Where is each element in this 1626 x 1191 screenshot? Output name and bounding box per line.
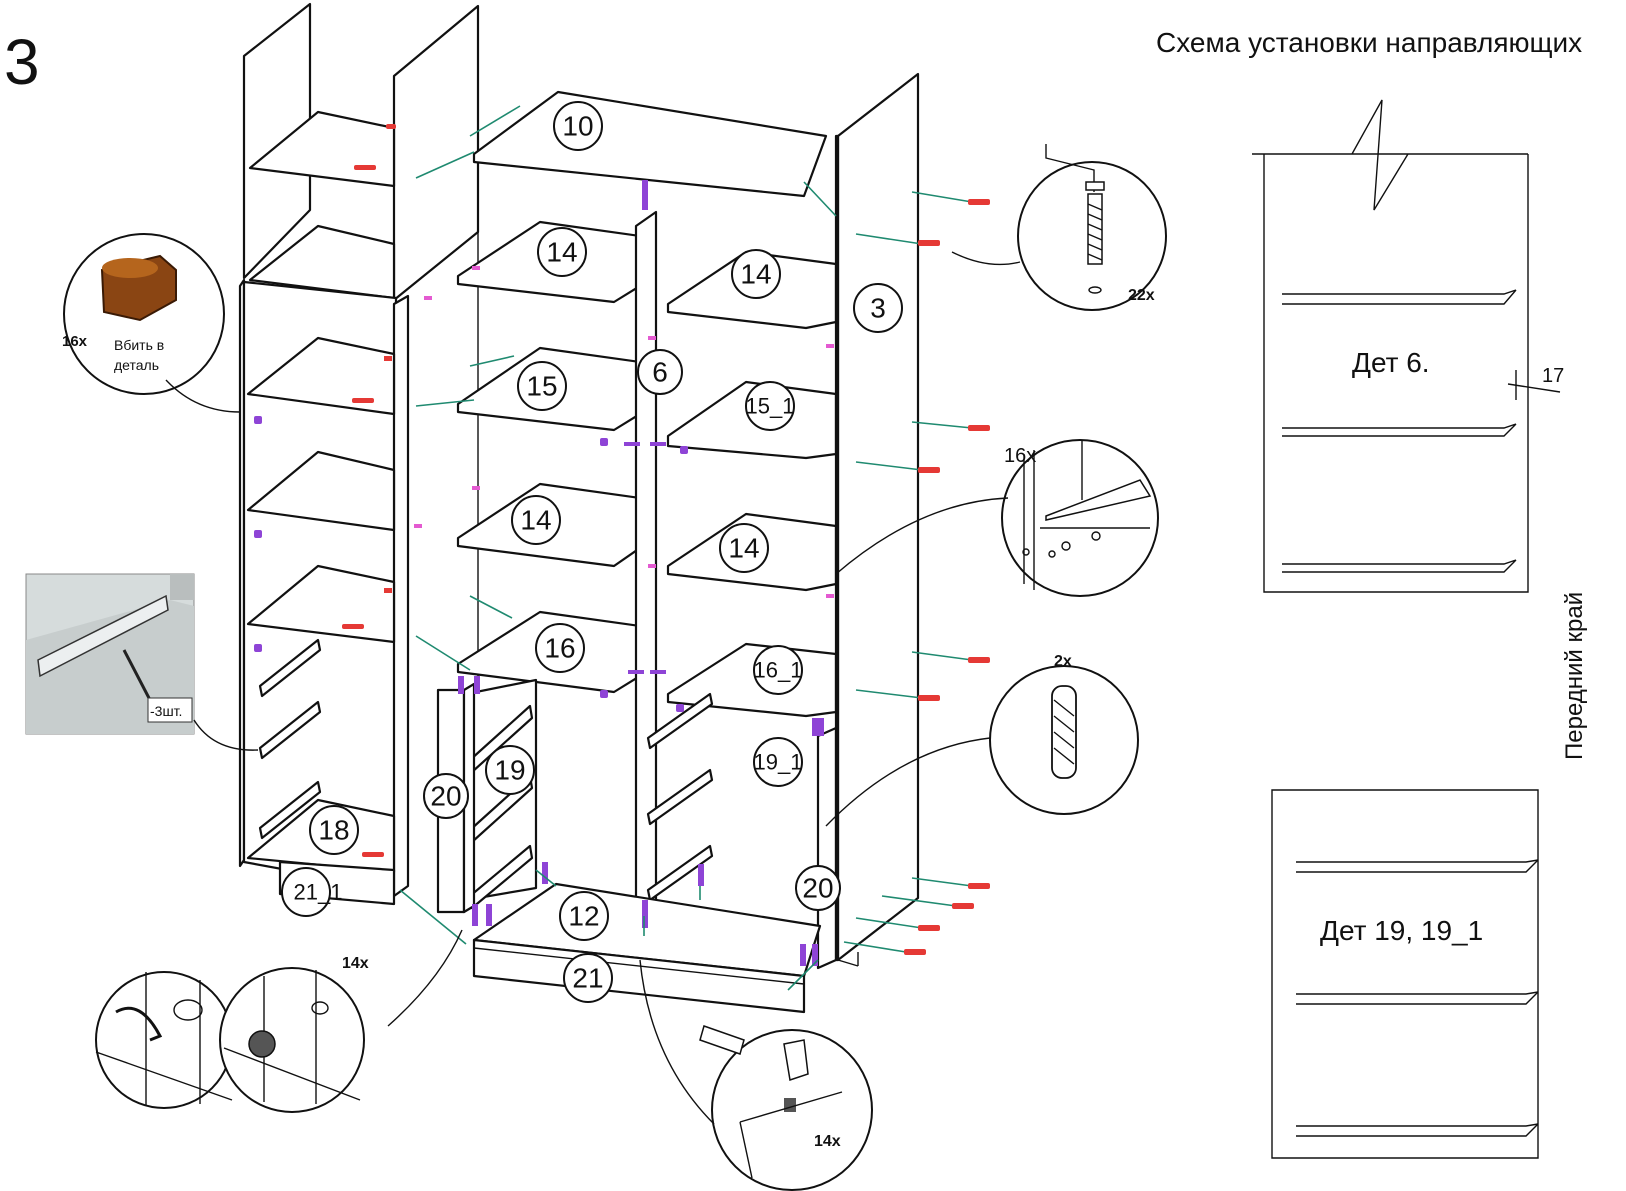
part-12: 12 (568, 901, 599, 932)
plinth-21 (472, 938, 806, 1014)
cam-count: 14x (342, 955, 369, 972)
eccentric-callout: 16x Вбить в деталь (62, 233, 241, 413)
middle-section (436, 90, 838, 1014)
left-upper-side (242, 2, 312, 280)
part-19: 19 (494, 755, 525, 786)
front-20-right (816, 726, 838, 970)
part-14-b: 14 (520, 505, 551, 536)
hammer-icon (699, 1025, 745, 1055)
front-edge-label: Передний край (1561, 592, 1588, 760)
confirmat-callout: 22x (951, 144, 1167, 311)
slide-rail-icon (37, 594, 169, 678)
part-16: 16 (544, 633, 575, 664)
left-upper-cabinet (242, 2, 480, 302)
eccentric-text-2: деталь (114, 357, 159, 373)
part-16-1: 16_1 (754, 658, 803, 683)
dimension-17: 17 (1542, 365, 1564, 387)
shelf-pin-icon (1048, 550, 1056, 558)
eccentric-count: 16x (62, 333, 88, 350)
cam-icon (248, 1030, 276, 1058)
side-3 (836, 72, 920, 962)
eccentric-text-1: Вбить в (114, 337, 164, 353)
part-19-1: 19_1 (754, 750, 803, 775)
nail-count: 14x (814, 1133, 841, 1150)
rail-photo-callout: -3шт. (25, 573, 259, 751)
rotate-arrow-icon (115, 1006, 163, 1042)
dowel-count: 2x (1054, 653, 1072, 670)
part-6: 6 (652, 357, 668, 388)
part-20-right: 20 (802, 873, 833, 904)
part-15-1: 15_1 (746, 394, 795, 419)
rail-screws-count: -3шт. (150, 703, 182, 719)
confirmat-screws (904, 199, 990, 955)
connector-lines (399, 105, 973, 991)
nail-callout: 14x (639, 959, 873, 1191)
part-14-a: 14 (546, 237, 577, 268)
part-20-left: 20 (430, 781, 461, 812)
part-14-d: 14 (728, 533, 759, 564)
dowel-icon (1051, 685, 1077, 779)
detail-6-label: Дет 6. (1352, 347, 1430, 378)
left-lower-cabinet (238, 278, 432, 906)
part-15: 15 (526, 371, 557, 402)
shelf-support-count: 16x (1004, 445, 1036, 467)
part-14-c: 14 (740, 259, 771, 290)
divider-6 (634, 210, 658, 908)
part-21: 21 (572, 963, 603, 994)
cam-lock-callout: 14x (95, 929, 463, 1113)
shelf-support-callout: 16x (835, 439, 1159, 597)
part-3: 3 (870, 293, 886, 324)
right-upper-side (392, 4, 480, 302)
part-18: 18 (318, 815, 349, 846)
left-lower-side-front (392, 294, 410, 898)
part-labels: 10 14 14 3 6 15 15_1 14 14 16 16_1 19 19… (281, 101, 903, 1003)
confirmat-count: 22x (1128, 287, 1155, 304)
dowel-callout: 2x (825, 653, 1139, 827)
part-21-1: 21_1 (294, 880, 343, 905)
confirmat-screw-icon (1087, 193, 1103, 265)
detail-19-drawing: Дет 19, 19_1 (1271, 789, 1539, 1159)
step-number: 3 (4, 26, 40, 98)
detail-6-drawing: Дет 6. 17 (1252, 99, 1564, 593)
detail-19-label: Дет 19, 19_1 (1320, 915, 1483, 946)
right-side-panel-3 (834, 72, 920, 967)
part-10: 10 (562, 111, 593, 142)
guides-title: Схема установки направляющих (1156, 27, 1582, 58)
